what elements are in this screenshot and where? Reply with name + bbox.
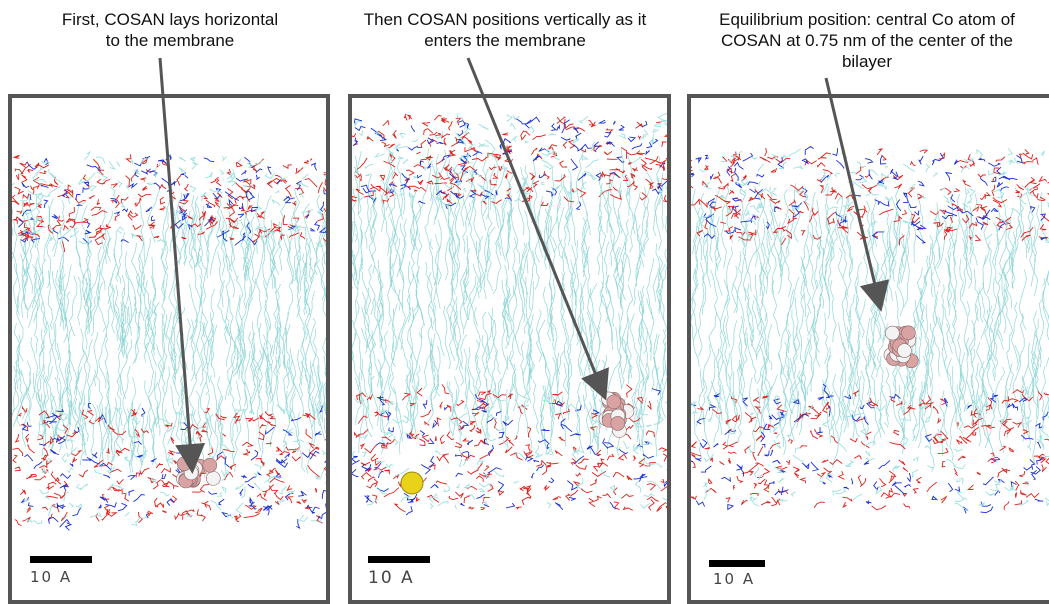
membrane-snapshot-1 — [12, 150, 326, 531]
caption-line: to the membrane — [105, 31, 235, 50]
cosan-molecule — [176, 455, 221, 489]
scale-label: 10 A — [30, 568, 73, 586]
caption-line: Equilibrium position: central Co atom of — [719, 10, 1015, 29]
cosan-molecule — [598, 391, 635, 438]
membrane-panel-1: 10 A — [8, 94, 330, 604]
caption-line: Then COSAN positions vertically as it — [363, 10, 647, 29]
caption-panel-1: First, COSAN lays horizontal to the memb… — [10, 9, 330, 51]
membrane-snapshot-3 — [691, 145, 1049, 514]
caption-line: enters the membrane — [424, 31, 586, 50]
caption-panel-2: Then COSAN positions vertically as it en… — [330, 9, 680, 51]
scale-label: 10 A — [368, 568, 415, 588]
membrane-panel-3: 10 A — [687, 94, 1049, 604]
caption-line: COSAN at 0.75 nm of the center of the — [721, 31, 1013, 50]
cosan-molecule — [883, 325, 919, 369]
caption-line: First, COSAN lays horizontal — [61, 10, 279, 29]
membrane-snapshot-2 — [352, 112, 667, 516]
scale-bar — [368, 556, 430, 563]
caption-line: bilayer — [841, 52, 893, 71]
ion — [400, 471, 424, 495]
membrane-panel-2: 10 A — [348, 94, 671, 604]
scale-bar — [30, 556, 92, 563]
caption-panel-3: Equilibrium position: central Co atom of… — [685, 9, 1049, 72]
scale-bar — [709, 560, 765, 567]
scale-label: 10 A — [713, 570, 756, 588]
